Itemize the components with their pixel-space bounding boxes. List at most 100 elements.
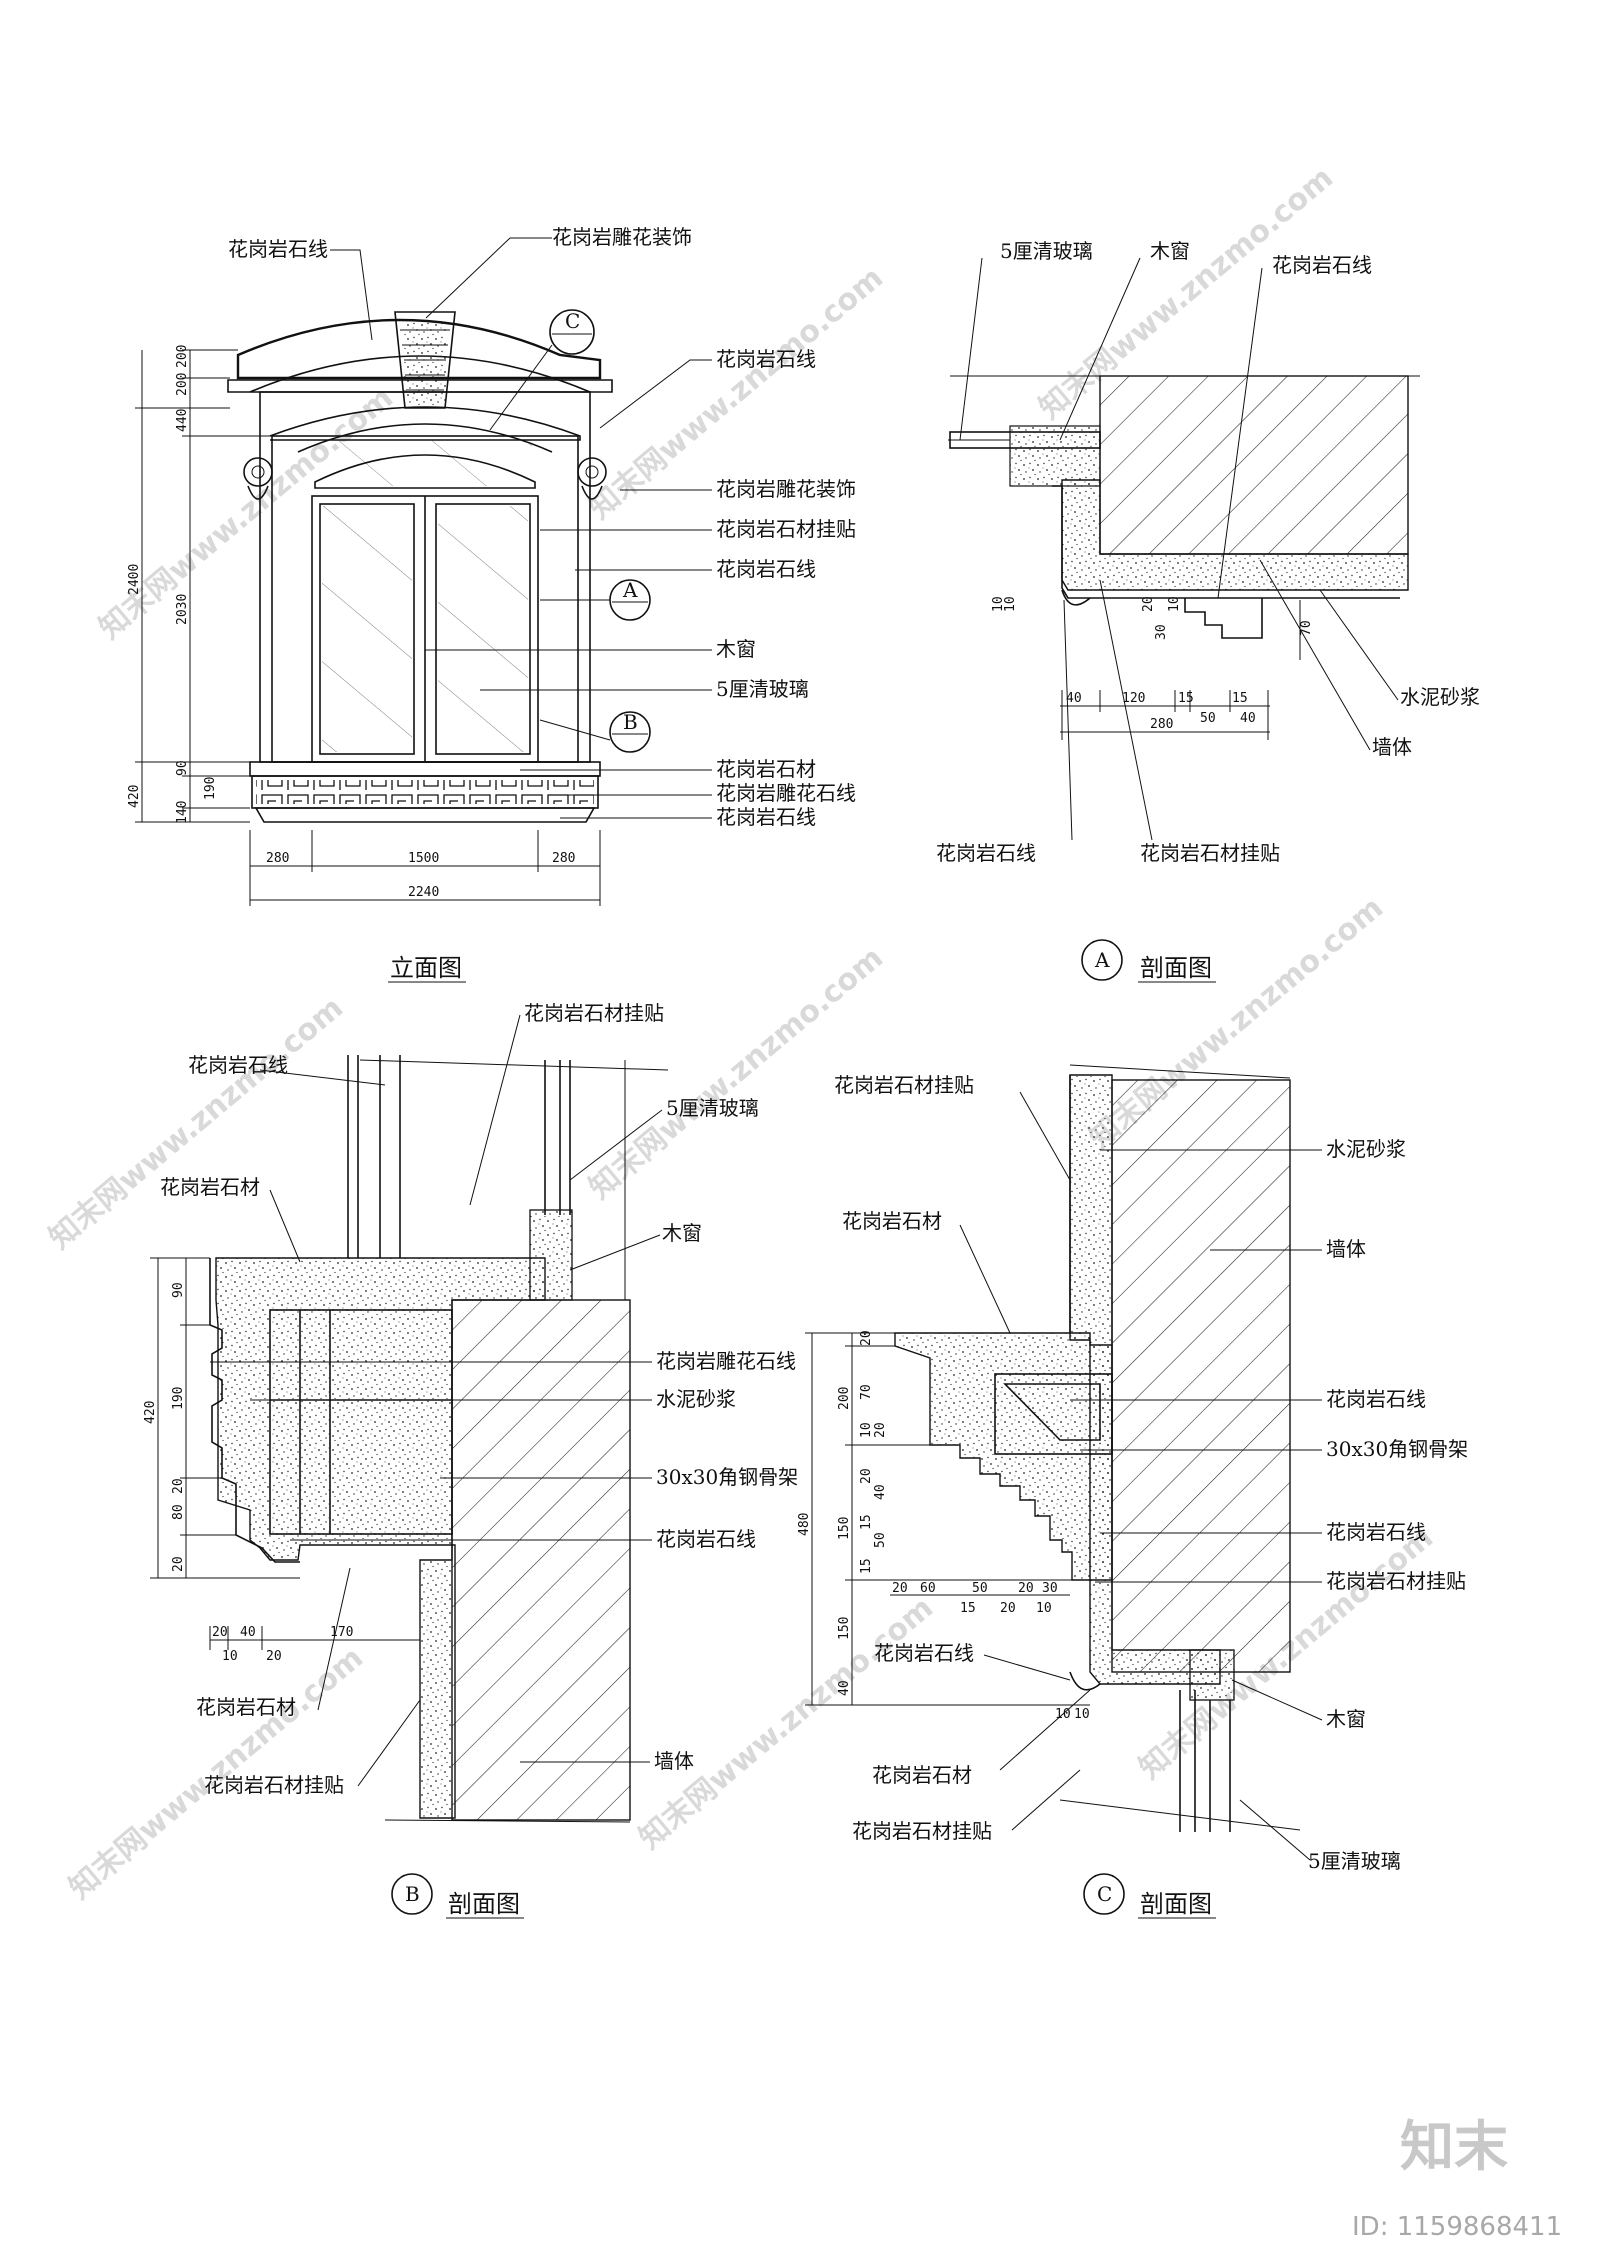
callout-label: 5厘清玻璃	[666, 1096, 759, 1120]
dim-label: 440	[175, 409, 190, 432]
dim-label: 40	[873, 1484, 888, 1500]
dim-label: 30	[1154, 624, 1169, 640]
dim-label: 60	[920, 1581, 936, 1596]
section-mark-a: A	[622, 578, 638, 602]
callout-label: 墙体	[1372, 735, 1412, 759]
dim-label: 10	[1167, 596, 1182, 612]
dim-label: 80	[171, 1504, 186, 1520]
dim-label: 40	[837, 1680, 852, 1696]
drawing-title: 立面图	[390, 954, 462, 982]
callout-label: 花岗岩石线	[716, 347, 816, 371]
callout-label: 水泥砂浆	[656, 1387, 736, 1411]
dim-label: 10	[1074, 1707, 1090, 1722]
dim-label: 15	[859, 1514, 874, 1530]
dim-label: 200	[837, 1387, 852, 1410]
dim-label: 420	[127, 785, 142, 808]
callout-label: 花岗岩石线	[874, 1641, 974, 1665]
callout-label: 花岗岩雕花装饰	[716, 477, 856, 501]
dim-label: 20	[873, 1422, 888, 1438]
dim-label: 2240	[408, 885, 439, 900]
dim-label: 120	[1122, 691, 1145, 706]
callout-label: 水泥砂浆	[1326, 1137, 1406, 1161]
callout-label: 木窗	[1326, 1707, 1366, 1731]
callout-label: 花岗岩石材挂贴	[852, 1819, 992, 1843]
callout-label: 花岗岩石材挂贴	[204, 1773, 344, 1797]
dim-label: 190	[171, 1387, 186, 1410]
callout-label: 30x30角钢骨架	[1326, 1437, 1468, 1461]
brand-logo: 知末	[1400, 2115, 1508, 2178]
callout-label: 花岗岩石线	[936, 841, 1036, 865]
elevation-drawing: 200 200 440 2030 2400 420 90 190 140 280…	[127, 225, 856, 983]
watermark-text: 知末网www.znzmo.com	[43, 990, 350, 1256]
callout-label: 花岗岩石材	[716, 757, 816, 781]
callout-label: 花岗岩石材	[842, 1209, 942, 1233]
drawing-title: 剖面图	[1140, 954, 1212, 982]
dim-label: 20	[892, 1581, 908, 1596]
callout-label: 花岗岩石线	[656, 1527, 756, 1551]
dim-label: 10	[991, 596, 1006, 612]
callout-label: 木窗	[1150, 239, 1190, 263]
drawing-title: 剖面图	[1140, 1890, 1212, 1918]
callout-label: 花岗岩石材挂贴	[1326, 1569, 1466, 1593]
dim-label: 70	[859, 1384, 874, 1400]
callout-label: 花岗岩石材挂贴	[716, 517, 856, 541]
dim-label: 190	[203, 777, 218, 800]
dim-label: 20	[1018, 1581, 1034, 1596]
section-b-drawing: 90 420 190 20 80 20 20 40 170 10 20 花岗岩石…	[143, 1001, 798, 1919]
callout-label: 花岗岩石材	[196, 1695, 296, 1719]
dim-label: 10	[1036, 1601, 1052, 1616]
callout-label: 花岗岩石材	[160, 1175, 260, 1199]
section-c-drawing: 20 200 70 10 20 480 20 40 150 15 50 15 1…	[797, 1064, 1468, 1919]
dim-label: 70	[1299, 620, 1314, 636]
dim-label: 170	[330, 1625, 353, 1640]
dim-label: 280	[552, 851, 575, 866]
callout-label: 30x30角钢骨架	[656, 1465, 798, 1489]
dim-label: 150	[837, 1617, 852, 1640]
dim-label: 480	[797, 1513, 812, 1536]
dim-label: 20	[859, 1468, 874, 1484]
callout-label: 5厘清玻璃	[1308, 1849, 1401, 1873]
callout-label: 花岗岩石材挂贴	[524, 1001, 664, 1025]
section-mark-c: C	[565, 309, 580, 333]
dim-label: 90	[171, 1282, 186, 1298]
dim-label: 20	[859, 1330, 874, 1346]
dim-label: 40	[1066, 691, 1082, 706]
callout-label: 花岗岩石线	[716, 805, 816, 829]
callout-label: 花岗岩石线	[188, 1053, 288, 1077]
callout-label: 木窗	[716, 637, 756, 661]
dim-label: 2030	[175, 594, 190, 625]
dim-label: 20	[171, 1478, 186, 1494]
dim-label: 20	[266, 1649, 282, 1664]
dim-label: 20	[1141, 596, 1156, 612]
dim-label: 15	[960, 1601, 976, 1616]
drawing-title: 剖面图	[448, 1890, 520, 1918]
callout-label: 花岗岩石材挂贴	[1140, 841, 1280, 865]
dim-label: 90	[175, 760, 190, 776]
callout-label: 花岗岩雕花装饰	[552, 225, 692, 249]
dim-label: 200	[175, 373, 190, 396]
dim-label: 20	[171, 1556, 186, 1572]
callout-label: 花岗岩石线	[1272, 253, 1372, 277]
section-mark-a: A	[1094, 948, 1110, 972]
dim-label: 280	[1150, 717, 1173, 732]
brand-watermark: 知末 ID: 1159868411	[1352, 2115, 1562, 2242]
watermark-text: 知末网www.znzmo.com	[633, 1590, 940, 1856]
dim-label: 50	[972, 1581, 988, 1596]
dim-label: 200	[175, 345, 190, 368]
callout-label: 花岗岩石线	[228, 237, 328, 261]
dim-label: 280	[266, 851, 289, 866]
dim-label: 40	[1240, 711, 1256, 726]
section-a-drawing: 10 10 20 30 10 70 40 120 15 15 50 40 280…	[936, 239, 1480, 983]
dim-label: 20	[212, 1625, 228, 1640]
callout-label: 花岗岩石线	[716, 557, 816, 581]
dim-label: 10	[1003, 596, 1018, 612]
callout-label: 5厘清玻璃	[1000, 239, 1093, 263]
image-id-label: ID: 1159868411	[1352, 2212, 1562, 2242]
callout-label: 花岗岩雕花石线	[656, 1349, 796, 1373]
dim-label: 15	[1232, 691, 1248, 706]
callout-label: 墙体	[654, 1749, 694, 1773]
dim-label: 15	[1178, 691, 1194, 706]
dim-label: 150	[837, 1517, 852, 1540]
dim-label: 140	[175, 801, 190, 824]
